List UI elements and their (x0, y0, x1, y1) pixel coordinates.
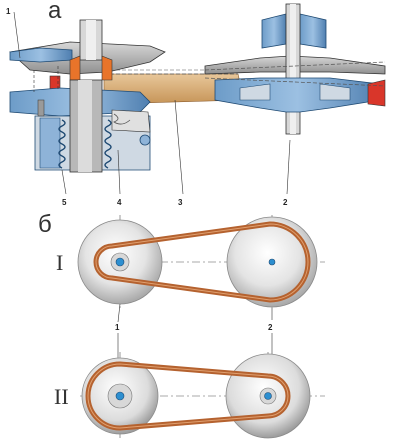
drive-pulley-cutaway (9, 19, 166, 173)
section-b: б I 1 2 II (38, 211, 325, 439)
row-II: II (54, 352, 325, 439)
callout-1-top: 1 (6, 7, 11, 16)
callout-2-top: 2 (283, 198, 288, 207)
bolt-icon (37, 99, 45, 117)
spring-icon (58, 119, 112, 169)
callout-4: 4 (117, 198, 122, 207)
row-label-I: I (56, 250, 63, 275)
section-label-b: б (38, 211, 52, 238)
hub-icon (115, 257, 125, 267)
callout-3: 3 (178, 198, 183, 207)
callouts-top: 1 5 4 3 2 (6, 7, 291, 207)
callout-1-bottom: 1 (115, 323, 120, 332)
callouts-bottom: 1 2 (115, 303, 273, 358)
section-label-a: а (48, 0, 62, 24)
row-I: I (56, 215, 325, 308)
section-a: а (6, 0, 386, 207)
row-label-II: II (54, 384, 69, 409)
callout-5: 5 (62, 198, 67, 207)
callout-2-bottom: 2 (268, 323, 273, 332)
driven-pulley-cutaway (204, 3, 386, 135)
